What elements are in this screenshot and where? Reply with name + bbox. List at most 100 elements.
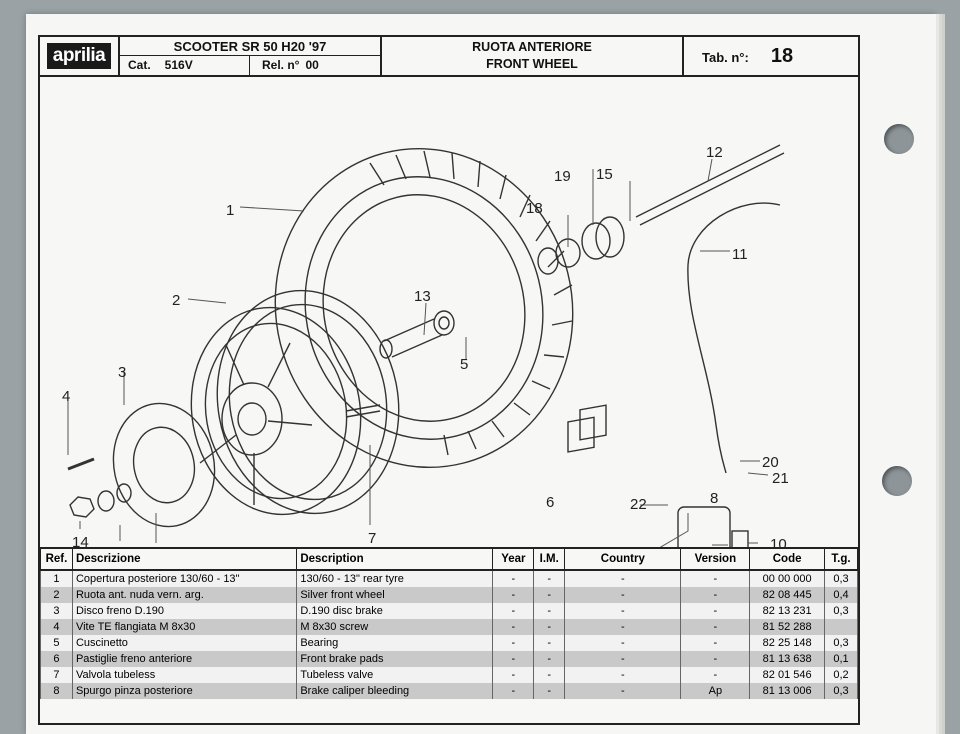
cell-description: Silver front wheel — [296, 587, 494, 603]
brake-disc-part — [112, 402, 216, 528]
cell-im: - — [533, 683, 566, 699]
release-number: Rel. n°00 — [250, 56, 382, 75]
cell-descrizione: Copertura posteriore 130/60 - 13" — [71, 570, 298, 587]
cell-version: - — [680, 587, 751, 603]
cell-version: Ap — [680, 683, 751, 699]
callout-7: 7 — [368, 530, 376, 547]
binder-hole-top — [884, 124, 914, 154]
cell-code: 82 13 231 — [749, 603, 826, 619]
col-tg: T.g. — [824, 547, 858, 571]
cell-im: - — [533, 635, 566, 651]
cell-version: - — [680, 603, 751, 619]
cell-ref: 2 — [40, 587, 73, 603]
screw-part — [67, 457, 95, 471]
cell-ref: 5 — [40, 635, 73, 651]
cell-description: 130/60 - 13" rear tyre — [296, 570, 494, 587]
col-description: Description — [296, 547, 494, 571]
callout-11: 11 — [732, 246, 748, 263]
cell-year: - — [492, 619, 535, 635]
cell-descrizione: Cuscinetto — [71, 635, 298, 651]
cell-version: - — [680, 570, 751, 587]
cell-descrizione: Vite TE flangiata M 8x30 — [71, 619, 298, 635]
aprilia-logo: aprilia — [40, 37, 120, 75]
col-im: I.M. — [533, 547, 566, 571]
cell-country: - — [564, 619, 682, 635]
callout-13: 13 — [414, 288, 431, 305]
nut-and-washers-part — [69, 483, 132, 518]
title-italian: RUOTA ANTERIORE — [472, 40, 592, 54]
cell-description: D.190 disc brake — [296, 603, 494, 619]
cell-version: - — [680, 667, 751, 683]
callout-5: 5 — [460, 356, 468, 373]
cell-tg: 0,3 — [824, 570, 858, 587]
binder-hole-bottom — [882, 466, 912, 496]
cell-year: - — [492, 683, 535, 699]
callout-6: 6 — [546, 494, 554, 511]
callout-18: 18 — [526, 200, 543, 217]
cell-im: - — [533, 570, 566, 587]
callout-19: 19 — [554, 168, 571, 185]
col-version: Version — [680, 547, 751, 571]
callout-1: 1 — [226, 202, 234, 219]
speedometer-drive-part — [537, 216, 625, 275]
cell-tg: 0,4 — [824, 587, 858, 603]
cell-country: - — [564, 587, 682, 603]
cell-ref: 4 — [40, 619, 73, 635]
col-descrizione: Descrizione — [71, 547, 298, 571]
cell-description: Front brake pads — [296, 651, 494, 667]
cell-version: - — [680, 635, 751, 651]
cell-country: - — [564, 667, 682, 683]
cell-description: Brake caliper bleeding — [296, 683, 494, 699]
cell-descrizione: Spurgo pinza posteriore — [71, 683, 298, 699]
cell-descrizione: Pastiglie freno anteriore — [71, 651, 298, 667]
cell-descrizione: Ruota ant. nuda vern. arg. — [71, 587, 298, 603]
cell-tg: 0,1 — [824, 651, 858, 667]
front-wheel-rim-part — [190, 289, 400, 516]
cell-ref: 8 — [40, 683, 73, 699]
cell-im: - — [533, 603, 566, 619]
cell-tg — [824, 619, 858, 635]
cell-ref: 7 — [40, 667, 73, 683]
callout-22: 22 — [630, 496, 647, 513]
cell-descrizione: Valvola tubeless — [71, 667, 298, 683]
page-title: RUOTA ANTERIORE FRONT WHEEL — [382, 37, 684, 75]
cell-code: 00 00 000 — [749, 570, 826, 587]
page-header: aprilia SCOOTER SR 50 H20 '97 Cat.516V R… — [40, 37, 858, 77]
model-name: SCOOTER SR 50 H20 '97 — [120, 37, 382, 56]
catalog-number: Cat.516V — [120, 56, 250, 75]
cell-im: - — [533, 587, 566, 603]
tubeless-valve-part — [345, 404, 381, 418]
cell-country: - — [564, 570, 682, 587]
title-english: FRONT WHEEL — [486, 57, 578, 71]
cell-tg: 0,3 — [824, 683, 858, 699]
front-wheel-exploded-diagram: 1 2 3 4 5 6 7 8 9 10 11 12 13 14 15 16 1… — [62, 144, 789, 551]
cell-country: - — [564, 603, 682, 619]
callout-15: 15 — [596, 166, 613, 183]
callout-21: 21 — [772, 470, 789, 487]
cell-ref: 1 — [40, 570, 73, 587]
cell-year: - — [492, 587, 535, 603]
parts-table: Ref. Descrizione Description Year I.M. C… — [40, 547, 858, 699]
cell-code: 82 08 445 — [749, 587, 826, 603]
col-year: Year — [492, 547, 535, 571]
cell-code: 81 13 006 — [749, 683, 826, 699]
cell-code: 81 13 638 — [749, 651, 826, 667]
cell-version: - — [680, 619, 751, 635]
cell-ref: 6 — [40, 651, 73, 667]
cell-year: - — [492, 603, 535, 619]
cell-code: 82 01 546 — [749, 667, 826, 683]
cell-country: - — [564, 683, 682, 699]
axle-and-bearing-part — [379, 310, 455, 359]
cell-im: - — [533, 651, 566, 667]
callout-4: 4 — [62, 388, 70, 405]
callout-3: 3 — [118, 364, 126, 381]
table-header-row: Ref. Descrizione Description Year I.M. C… — [40, 547, 858, 571]
parts-table-frame: aprilia SCOOTER SR 50 H20 '97 Cat.516V R… — [38, 35, 860, 725]
brake-pads-part — [567, 404, 607, 453]
